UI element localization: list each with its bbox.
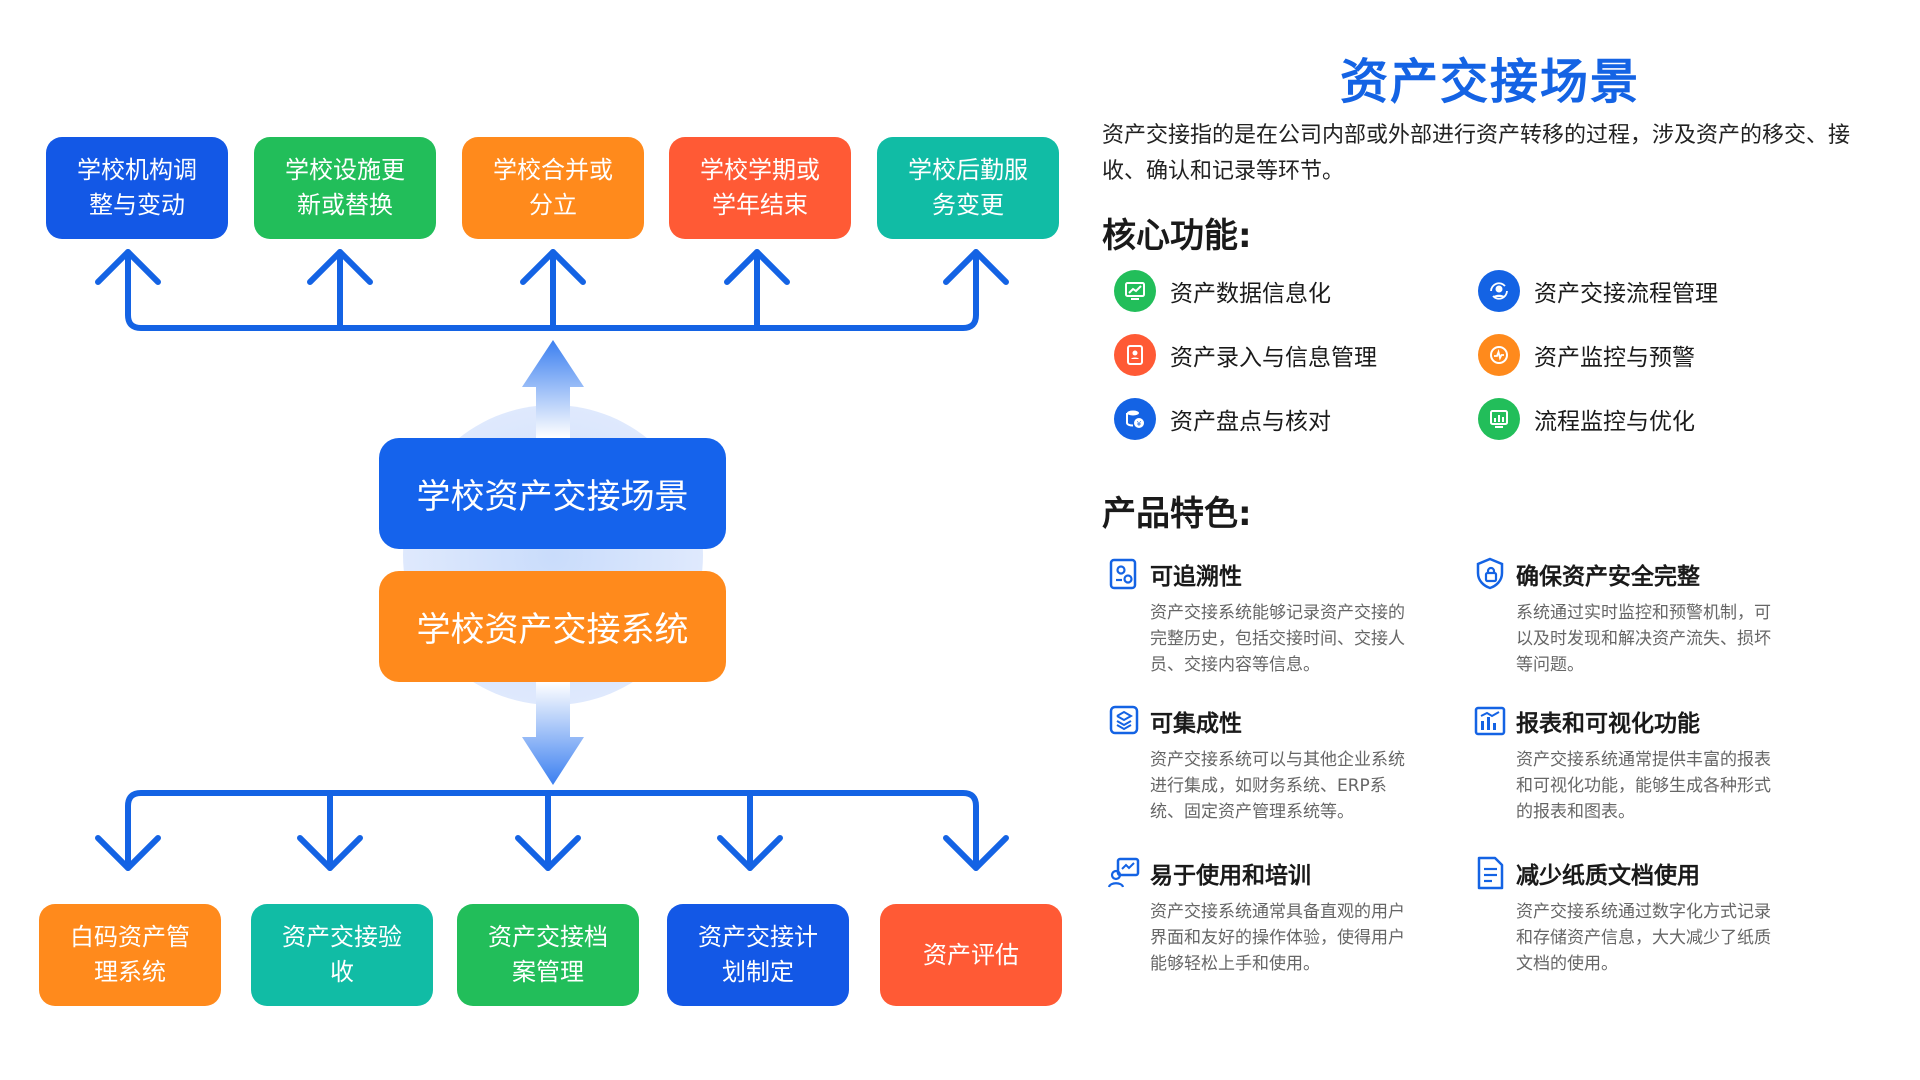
top-box-4: 学校学期或学年结束 <box>669 137 851 239</box>
center-scene-box: 学校资产交接场景 <box>379 438 726 549</box>
user-cycle-icon <box>1478 270 1520 312</box>
core-functions-heading: 核心功能: <box>1102 216 1252 256</box>
top-arrowhead-3 <box>520 249 586 285</box>
core-function-label: 流程监控与优化 <box>1534 409 1695 435</box>
core-function-label: 资产监控与预警 <box>1534 345 1695 371</box>
core-function-label: 资产盘点与核对 <box>1170 409 1331 435</box>
layers-icon <box>1109 705 1139 735</box>
bottom-arrowhead-1 <box>95 835 161 871</box>
feature-5: 易于使用和培训 资产交接系统通常具备直观的用户界面和友好的操作体验，使得用户能够… <box>1106 855 1436 977</box>
core-function-6: 流程监控与优化 <box>1478 398 1695 440</box>
feature-body: 资产交接系统通常具备直观的用户界面和友好的操作体验，使得用户能够轻松上手和使用。 <box>1150 902 1405 974</box>
chart-screen-icon <box>1114 270 1156 312</box>
info-panel: 资产交接场景 资产交接指的是在公司内部或外部进行资产转移的过程，涉及资产的移交、… <box>1100 0 1900 1080</box>
core-function-3: 资产录入与信息管理 <box>1114 334 1377 376</box>
feature-6: 减少纸质文档使用 资产交接系统通过数字化方式记录和存储资产信息，大大减少了纸质文… <box>1472 855 1802 977</box>
core-function-2: 资产交接流程管理 <box>1478 270 1718 312</box>
bottom-arrowhead-2 <box>297 835 363 871</box>
top-box-2: 学校设施更新或替换 <box>254 137 436 239</box>
center-system-box: 学校资产交接系统 <box>379 571 726 682</box>
bar-chart-icon <box>1478 398 1520 440</box>
top-box-5: 学校后勤服务变更 <box>877 137 1059 239</box>
bottom-arrowhead-4 <box>717 835 783 871</box>
top-arrowhead-5 <box>943 249 1009 285</box>
user-board-icon <box>1107 857 1140 888</box>
core-function-label: 资产录入与信息管理 <box>1170 345 1377 371</box>
core-function-label: 资产交接流程管理 <box>1534 281 1718 307</box>
top-box-1: 学校机构调整与变动 <box>46 137 228 239</box>
core-function-1: 资产数据信息化 <box>1114 270 1331 312</box>
core-function-label: 资产数据信息化 <box>1170 281 1331 307</box>
feature-3: 可集成性 资产交接系统可以与其他企业系统进行集成，如财务系统、ERP系统、固定资… <box>1106 703 1436 825</box>
database-coin-icon: ¥ <box>1114 398 1156 440</box>
svg-text:¥: ¥ <box>1137 420 1142 428</box>
product-features-heading: 产品特色: <box>1102 494 1252 534</box>
id-card-icon <box>1114 334 1156 376</box>
feature-body: 资产交接系统能够记录资产交接的完整历史，包括交接时间、交接人员、交接内容等信息。 <box>1150 603 1405 675</box>
feature-4: 报表和可视化功能 资产交接系统通常提供丰富的报表和可视化功能，能够生成各种形式的… <box>1472 703 1802 825</box>
feature-title: 可追溯性 <box>1150 564 1242 590</box>
monitor-icon <box>1478 334 1520 376</box>
bottom-arrowhead-5 <box>943 835 1009 871</box>
core-function-5: ¥ 资产盘点与核对 <box>1114 398 1331 440</box>
down-arrow <box>522 682 584 785</box>
panel-description: 资产交接指的是在公司内部或外部进行资产转移的过程，涉及资产的移交、接收、确认和记… <box>1102 123 1851 184</box>
bottom-bus-line <box>125 790 979 871</box>
document-icon <box>1477 856 1504 890</box>
bottom-box-1: 白码资产管理系统 <box>39 904 221 1006</box>
feature-body: 系统通过实时监控和预警机制，可以及时发现和解决资产流失、损坏等问题。 <box>1516 603 1771 675</box>
feature-1: 可追溯性 资产交接系统能够记录资产交接的完整历史，包括交接时间、交接人员、交接内… <box>1106 556 1436 678</box>
feature-body: 资产交接系统通常提供丰富的报表和可视化功能，能够生成各种形式的报表和图表。 <box>1516 750 1771 822</box>
top-box-3: 学校合并或分立 <box>462 137 644 239</box>
flow-diagram: 学校机构调整与变动 学校设施更新或替换 学校合并或分立 学校学期或学年结束 学校… <box>39 137 1062 1006</box>
feature-title: 可集成性 <box>1150 711 1242 737</box>
panel-title: 资产交接场景 <box>1340 54 1641 110</box>
feature-title: 报表和可视化功能 <box>1516 711 1700 737</box>
bottom-arrowhead-3 <box>515 835 581 871</box>
top-arrowhead-4 <box>724 249 790 285</box>
top-arrowhead-1 <box>95 249 161 285</box>
report-chart-icon <box>1474 706 1506 736</box>
top-arrowhead-2 <box>307 249 373 285</box>
trace-icon <box>1109 558 1137 590</box>
feature-body: 资产交接系统通过数字化方式记录和存储资产信息，大大减少了纸质文档的使用。 <box>1516 902 1771 974</box>
bottom-box-3: 资产交接档案管理 <box>457 904 639 1006</box>
shield-lock-icon <box>1476 557 1504 590</box>
feature-title: 减少纸质文档使用 <box>1516 863 1700 889</box>
feature-body: 资产交接系统可以与其他企业系统进行集成，如财务系统、ERP系统、固定资产管理系统… <box>1150 750 1405 822</box>
feature-title: 确保资产安全完整 <box>1516 564 1700 590</box>
bottom-box-5: 资产评估 <box>880 904 1062 1006</box>
up-arrow <box>522 340 584 438</box>
feature-2: 确保资产安全完整 系统通过实时监控和预警机制，可以及时发现和解决资产流失、损坏等… <box>1472 556 1802 678</box>
core-function-4: 资产监控与预警 <box>1478 334 1695 376</box>
bottom-box-4: 资产交接计划制定 <box>667 904 849 1006</box>
feature-title: 易于使用和培训 <box>1150 863 1311 889</box>
bottom-box-2: 资产交接验收 <box>251 904 433 1006</box>
